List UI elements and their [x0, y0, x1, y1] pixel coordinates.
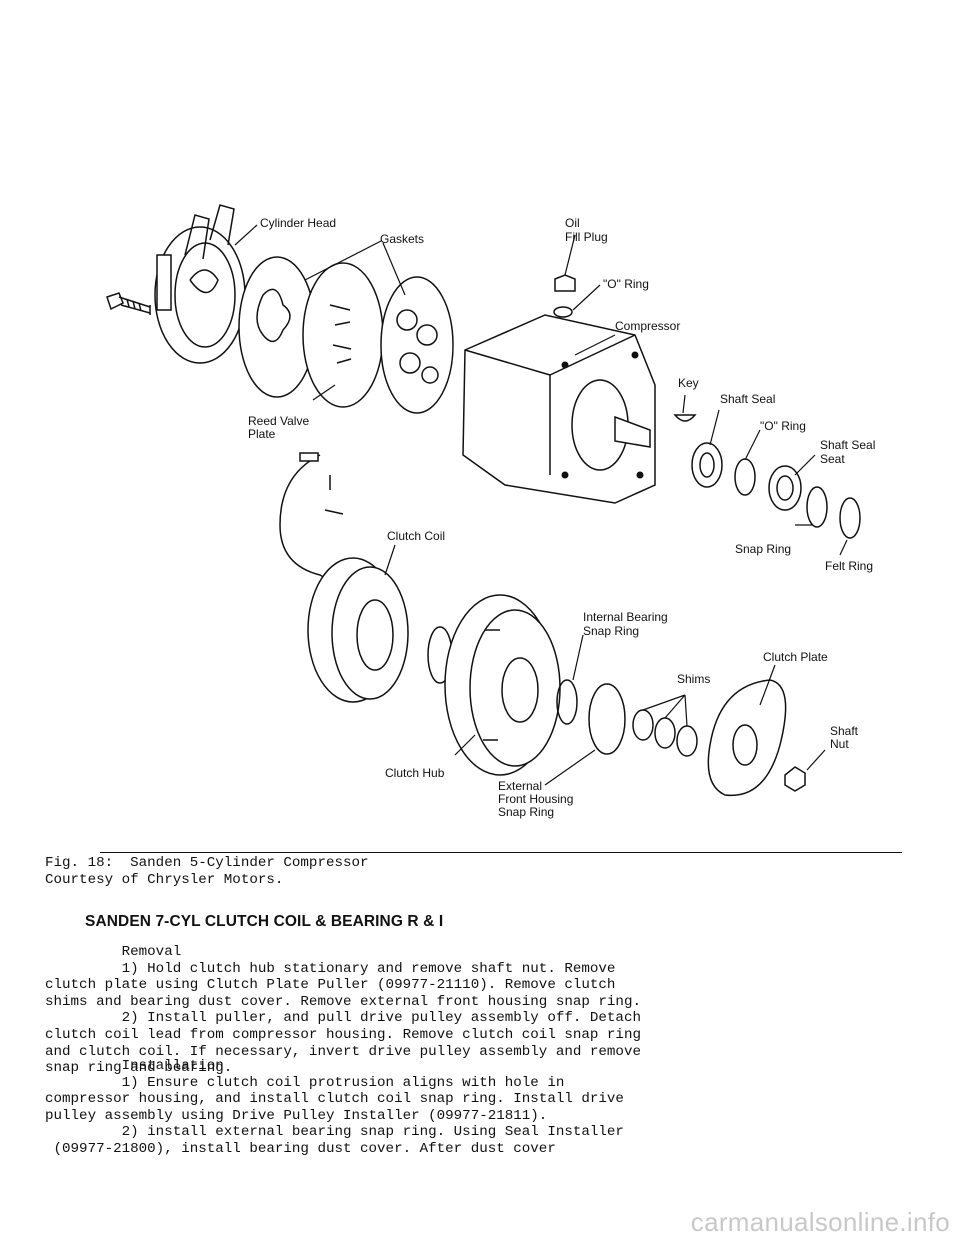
shaft-seal-seat-part — [768, 465, 802, 511]
label-shaft-nut-1: Shaft — [830, 724, 859, 738]
label-shaft-seal-seat-1: Shaft Seal — [820, 438, 875, 452]
label-o-ring-2: "O" Ring — [760, 419, 806, 433]
label-shaft-seal: Shaft Seal — [720, 392, 775, 406]
label-o-ring-1: "O" Ring — [603, 277, 649, 291]
felt-ring-part — [839, 497, 861, 539]
caption-divider — [100, 852, 902, 853]
label-external-1: External — [498, 779, 542, 793]
shaft-nut-part — [784, 766, 806, 792]
label-shaft-seal-seat-2: Seat — [820, 452, 845, 466]
label-felt-ring: Felt Ring — [825, 559, 873, 573]
figure-caption: Fig. 18: Sanden 5-Cylinder Compressor Co… — [45, 855, 369, 888]
label-shaft-nut-2: Nut — [830, 737, 849, 751]
o-ring-2-part — [734, 458, 756, 496]
label-snap-ring: Snap Ring — [735, 542, 791, 556]
leader-lines — [234, 224, 848, 786]
label-gaskets: Gaskets — [380, 232, 424, 246]
caption-line-1: Fig. 18: Sanden 5-Cylinder Compressor — [45, 855, 369, 871]
snap-ring-part — [806, 486, 828, 528]
section-heading: SANDEN 7-CYL CLUTCH COIL & BEARING R & I — [85, 913, 444, 930]
clutch-plate-part — [707, 679, 787, 797]
label-reed-valve-plate-2: Plate — [248, 427, 276, 441]
external-snap-ring-part — [588, 683, 626, 755]
label-internal-bearing-1: Internal Bearing — [583, 610, 668, 624]
installation-paragraph: Installation 1) Ensure clutch coil protr… — [45, 1058, 624, 1157]
diagram-svg: Cylinder Head Gaskets Oil Fill Plug "O" … — [106, 204, 875, 819]
clutch-hub-part — [444, 594, 561, 776]
watermark: carmanualsonline.info — [690, 1207, 950, 1237]
label-oil-fill-plug-1: Oil — [565, 216, 580, 230]
label-shims: Shims — [677, 672, 710, 686]
removal-paragraph: Removal 1) Hold clutch hub stationary an… — [45, 944, 641, 1077]
internal-snap-ring-part — [556, 679, 578, 725]
shaft-seal-part — [691, 442, 723, 488]
label-compressor: Compressor — [615, 319, 680, 333]
label-clutch-hub: Clutch Hub — [385, 766, 445, 780]
label-internal-bearing-2: Snap Ring — [583, 624, 639, 638]
compressor-part — [462, 314, 656, 504]
gasket-2-part — [380, 276, 454, 414]
clutch-coil-part — [307, 557, 453, 703]
label-clutch-coil: Clutch Coil — [387, 529, 445, 543]
label-cylinder-head: Cylinder Head — [260, 216, 336, 230]
cylinder-head-part — [154, 204, 246, 364]
oil-fill-plug-part — [553, 274, 576, 318]
reed-valve-plate-part — [302, 262, 384, 408]
label-external-2: Front Housing — [498, 792, 573, 806]
bolt-part — [106, 292, 151, 315]
key-part — [673, 414, 697, 422]
shims-part — [632, 709, 698, 757]
label-clutch-plate: Clutch Plate — [763, 650, 828, 664]
exploded-compressor-diagram: Cylinder Head Gaskets Oil Fill Plug "O" … — [95, 185, 895, 845]
label-external-3: Snap Ring — [498, 805, 554, 819]
label-reed-valve-plate-1: Reed Valve — [248, 414, 309, 428]
caption-line-2: Courtesy of Chrysler Motors. — [45, 871, 284, 888]
label-key: Key — [678, 376, 699, 390]
label-oil-fill-plug-2: Fill Plug — [565, 230, 608, 244]
